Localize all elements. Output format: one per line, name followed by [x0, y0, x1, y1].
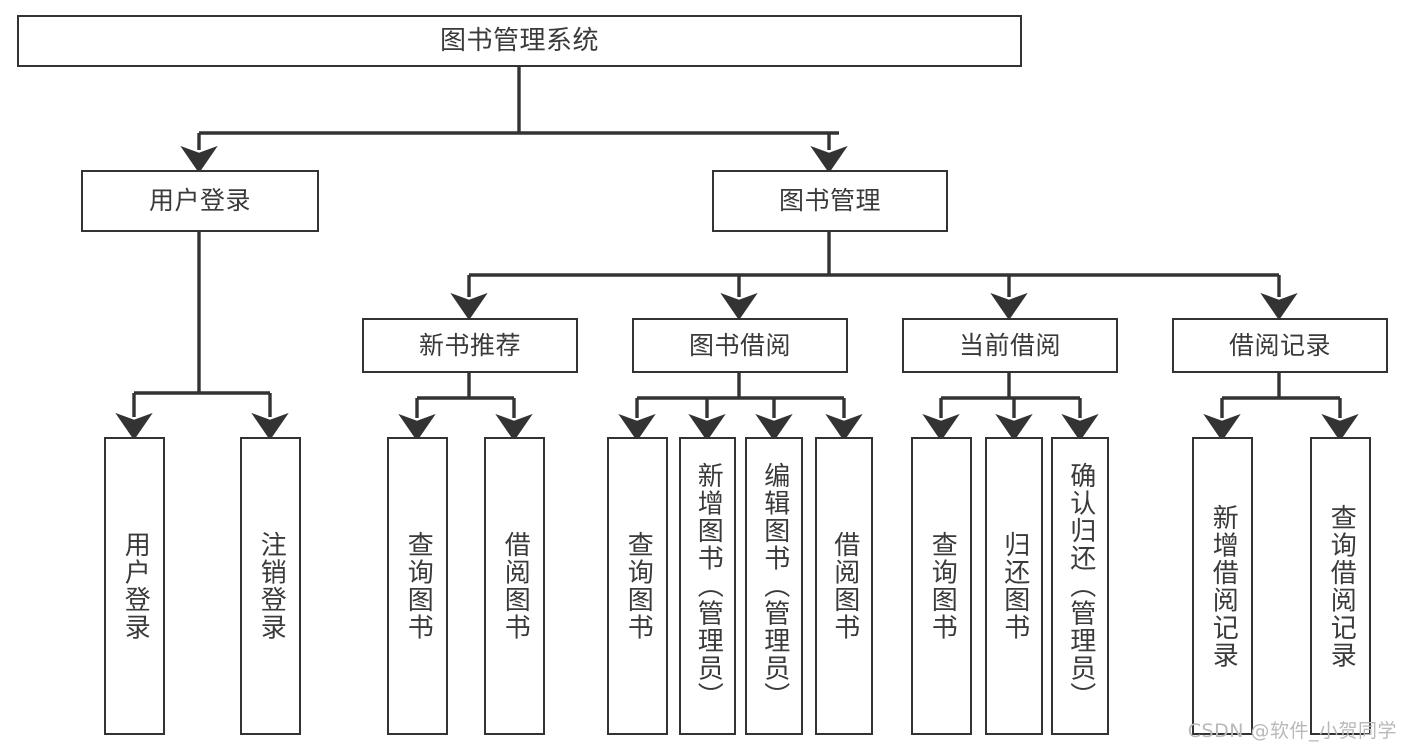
node-leaf-user-login[interactable]: 用户登录 — [104, 437, 165, 735]
node-leaf-borrow-book-recommend-label: 借阅图书 — [500, 531, 531, 641]
node-current-borrow-label: 当前借阅 — [958, 330, 1061, 360]
node-leaf-borrow-book-borrow[interactable]: 借阅图书 — [815, 437, 873, 735]
node-leaf-borrow-book-borrow-label: 借阅图书 — [829, 531, 860, 641]
node-book-manage[interactable]: 图书管理 — [712, 170, 948, 232]
node-leaf-add-book-admin-label: 新增图书（管理员） — [693, 462, 724, 710]
node-leaf-query-book-current[interactable]: 查询图书 — [911, 437, 972, 735]
node-leaf-confirm-return-admin[interactable]: 确认归还（管理员） — [1051, 437, 1109, 735]
node-leaf-query-book-borrow-label: 查询图书 — [623, 531, 654, 641]
node-user-login-label: 用户登录 — [148, 186, 251, 216]
node-leaf-logout-login[interactable]: 注销登录 — [240, 437, 301, 735]
node-leaf-query-book-current-label: 查询图书 — [927, 531, 958, 641]
node-root-label: 图书管理系统 — [439, 25, 599, 56]
node-new-book-recommend-label: 新书推荐 — [418, 330, 521, 360]
node-book-manage-label: 图书管理 — [778, 186, 881, 216]
node-leaf-query-borrow-record[interactable]: 查询借阅记录 — [1310, 437, 1371, 735]
node-leaf-query-borrow-record-label: 查询借阅记录 — [1326, 503, 1357, 669]
node-leaf-add-borrow-record-label: 新增借阅记录 — [1208, 503, 1239, 669]
node-leaf-edit-book-admin-label: 编辑图书（管理员） — [759, 462, 790, 710]
node-book-borrow[interactable]: 图书借阅 — [632, 318, 848, 373]
node-current-borrow[interactable]: 当前借阅 — [902, 318, 1118, 373]
node-leaf-borrow-book-recommend[interactable]: 借阅图书 — [484, 437, 545, 735]
node-borrow-record-label: 借阅记录 — [1228, 330, 1331, 360]
node-leaf-logout-login-label: 注销登录 — [256, 531, 287, 641]
node-leaf-edit-book-admin[interactable]: 编辑图书（管理员） — [745, 437, 803, 735]
node-leaf-user-login-label: 用户登录 — [120, 531, 151, 641]
node-leaf-return-book-label: 归还图书 — [999, 531, 1030, 641]
node-book-borrow-label: 图书借阅 — [688, 330, 791, 360]
node-leaf-add-borrow-record[interactable]: 新增借阅记录 — [1192, 437, 1253, 735]
node-leaf-confirm-return-admin-label: 确认归还（管理员） — [1065, 462, 1096, 710]
node-leaf-query-book-recommend[interactable]: 查询图书 — [387, 437, 448, 735]
node-leaf-return-book[interactable]: 归还图书 — [985, 437, 1043, 735]
node-user-login[interactable]: 用户登录 — [81, 170, 319, 232]
node-leaf-query-book-recommend-label: 查询图书 — [403, 531, 434, 641]
watermark-text: CSDN @软件_小贺同学 — [1187, 720, 1397, 742]
node-leaf-add-book-admin[interactable]: 新增图书（管理员） — [679, 437, 736, 735]
node-root[interactable]: 图书管理系统 — [17, 15, 1022, 67]
node-new-book-recommend[interactable]: 新书推荐 — [362, 318, 578, 373]
node-borrow-record[interactable]: 借阅记录 — [1172, 318, 1388, 373]
node-leaf-query-book-borrow[interactable]: 查询图书 — [607, 437, 668, 735]
